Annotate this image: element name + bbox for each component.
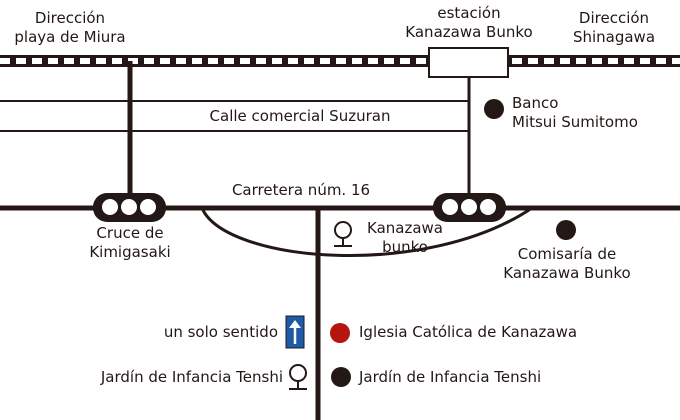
- bus-stop-label: Kanazawa bunko: [355, 219, 455, 257]
- bus-loop-road: [200, 206, 533, 257]
- police-label: Comisaría de Kanazawa Bunko: [478, 245, 656, 283]
- direction-shinagawa-line2: Shinagawa: [572, 28, 656, 46]
- landmark-dot-icon: [331, 367, 351, 387]
- direction-shinagawa-line1: Dirección: [578, 9, 650, 27]
- church-label: Iglesia Católica de Kanazawa: [359, 323, 578, 341]
- landmark-dot-icon: [556, 220, 576, 240]
- bank-line2: Mitsui Sumitomo: [512, 113, 638, 131]
- church-marker-icon: [330, 323, 350, 343]
- kimigasaki-label: Cruce de Kimigasaki: [70, 224, 190, 262]
- station-line1: estación: [437, 4, 501, 22]
- direction-shinagawa-label: Dirección Shinagawa: [554, 9, 674, 47]
- kimigasaki-line2: Kimigasaki: [89, 243, 171, 261]
- one-way-label: un solo sentido: [163, 323, 278, 341]
- station-label: estación Kanazawa Bunko: [390, 4, 548, 42]
- suzuran-street-label: Calle comercial Suzuran: [209, 107, 391, 125]
- direction-miura-line2: playa de Miura: [14, 28, 126, 46]
- bus-stop-line2: bunko: [382, 238, 428, 256]
- police-line1: Comisaría de: [517, 245, 617, 263]
- traffic-light-icon: [93, 193, 166, 222]
- station-line2: Kanazawa Bunko: [405, 23, 533, 41]
- bank-label: Banco Mitsui Sumitomo: [512, 94, 638, 132]
- kimigasaki-line1: Cruce de: [96, 224, 164, 242]
- bus-stop-icon: [334, 221, 352, 247]
- traffic-light-icon: [433, 193, 506, 222]
- police-line2: Kanazawa Bunko: [503, 264, 631, 282]
- bus-stop-line1: Kanazawa: [367, 219, 443, 237]
- bank-line1: Banco: [512, 94, 559, 112]
- bus-stop-icon: [289, 364, 307, 390]
- landmark-dot-icon: [484, 99, 504, 119]
- one-way-arrow-icon: [285, 315, 305, 349]
- route16-label: Carretera núm. 16: [231, 181, 371, 199]
- direction-miura-label: Dirección playa de Miura: [0, 9, 140, 47]
- kindergarten-left-label: Jardín de Infancia Tenshi: [100, 368, 283, 386]
- direction-miura-line1: Dirección: [34, 9, 106, 27]
- station-box-icon: [428, 47, 509, 78]
- kindergarten-right-label: Jardín de Infancia Tenshi: [359, 368, 542, 386]
